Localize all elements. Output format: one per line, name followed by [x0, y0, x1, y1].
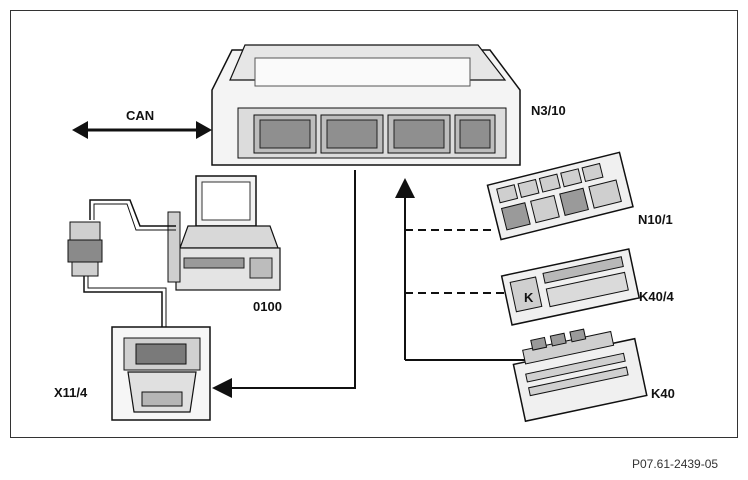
diagram-frame	[10, 10, 738, 438]
connector-block-3	[387, 114, 451, 154]
label-can: CAN	[126, 108, 155, 123]
diagnostic-tester-0100	[167, 175, 281, 291]
inline-adapter	[67, 221, 103, 277]
can-bus-arrow	[72, 121, 212, 139]
label-n10-1: N10/1	[638, 212, 673, 227]
module-k40-4	[500, 248, 641, 326]
label-k40: K40	[651, 386, 675, 401]
module-k40-4-k-mark: K	[524, 290, 534, 305]
module-k40	[512, 328, 648, 423]
control-unit-n3-10	[211, 44, 521, 166]
connector-block-2	[320, 114, 384, 154]
label-x11-4: X11/4	[54, 385, 88, 400]
module-n10-1	[486, 151, 634, 241]
label-n3-10: N3/10	[531, 103, 566, 118]
label-k40-4: K40/4	[639, 289, 674, 304]
reference-code: P07.61-2439-05	[632, 457, 719, 471]
diagnostic-socket-x11-4	[111, 326, 211, 421]
label-tester-0100: 0100	[253, 299, 282, 314]
connector-block-1	[253, 114, 317, 154]
connector-block-4	[454, 114, 496, 154]
